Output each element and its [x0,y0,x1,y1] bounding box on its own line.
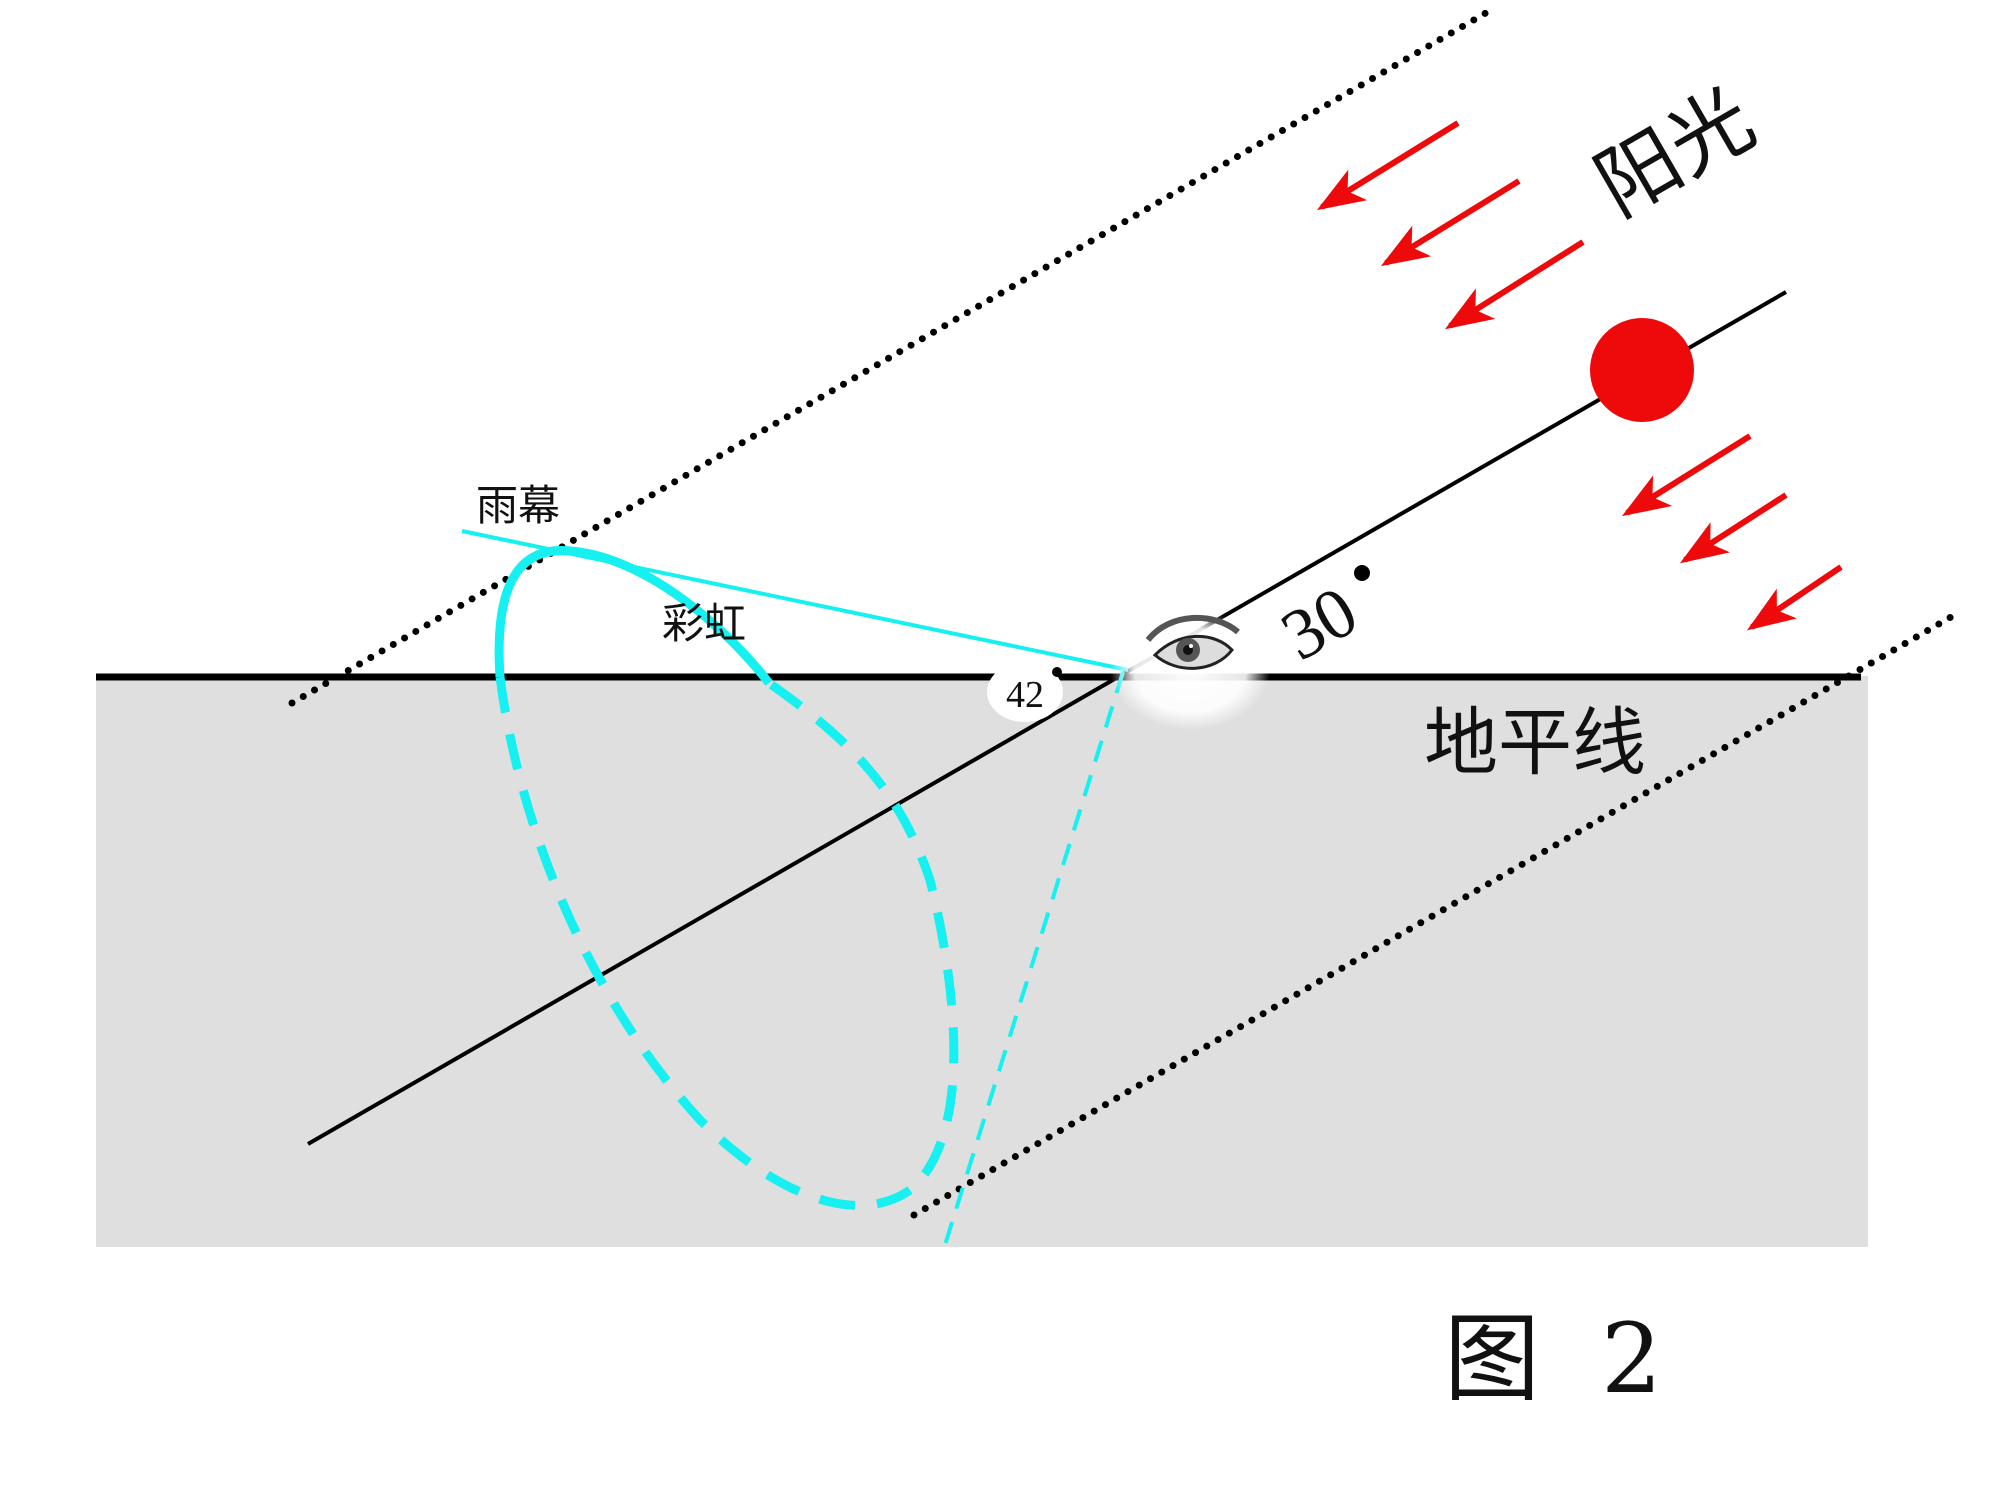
sunlight-arrows [1316,120,1843,631]
ground-area [96,676,1868,1247]
rain-curtain-label: 雨幕 [476,481,560,530]
rainbow-lower-ray [943,671,1125,1246]
arrow-icon [1380,178,1521,267]
arrow-icon [1316,120,1460,211]
arrow-icon [1444,239,1585,330]
horizon-label: 地平线 [1424,700,1646,786]
eye-icon [1110,610,1270,730]
sun-icon [1590,318,1694,422]
upper-light-boundary [288,6,1495,707]
rainbow-hidden-arc [495,676,959,1210]
degree-mark [1354,565,1370,581]
lower-light-boundary [910,609,1962,1219]
angle-42-background [987,662,1063,722]
arrow-icon [1621,433,1752,517]
angle-30-label: 30 [1268,571,1370,676]
rainbow-arc [494,546,773,686]
rainbow-label: 彩虹 [662,599,746,648]
sun-line [307,290,1787,1146]
degree-mark [1052,667,1062,677]
arrow-icon [1679,492,1788,564]
figure-caption: 图 2 [1444,1303,1662,1415]
angle-42-label: 42 [1006,674,1044,716]
arrow-icon [1747,564,1843,631]
sunlight-label: 阳光 [1581,71,1771,235]
